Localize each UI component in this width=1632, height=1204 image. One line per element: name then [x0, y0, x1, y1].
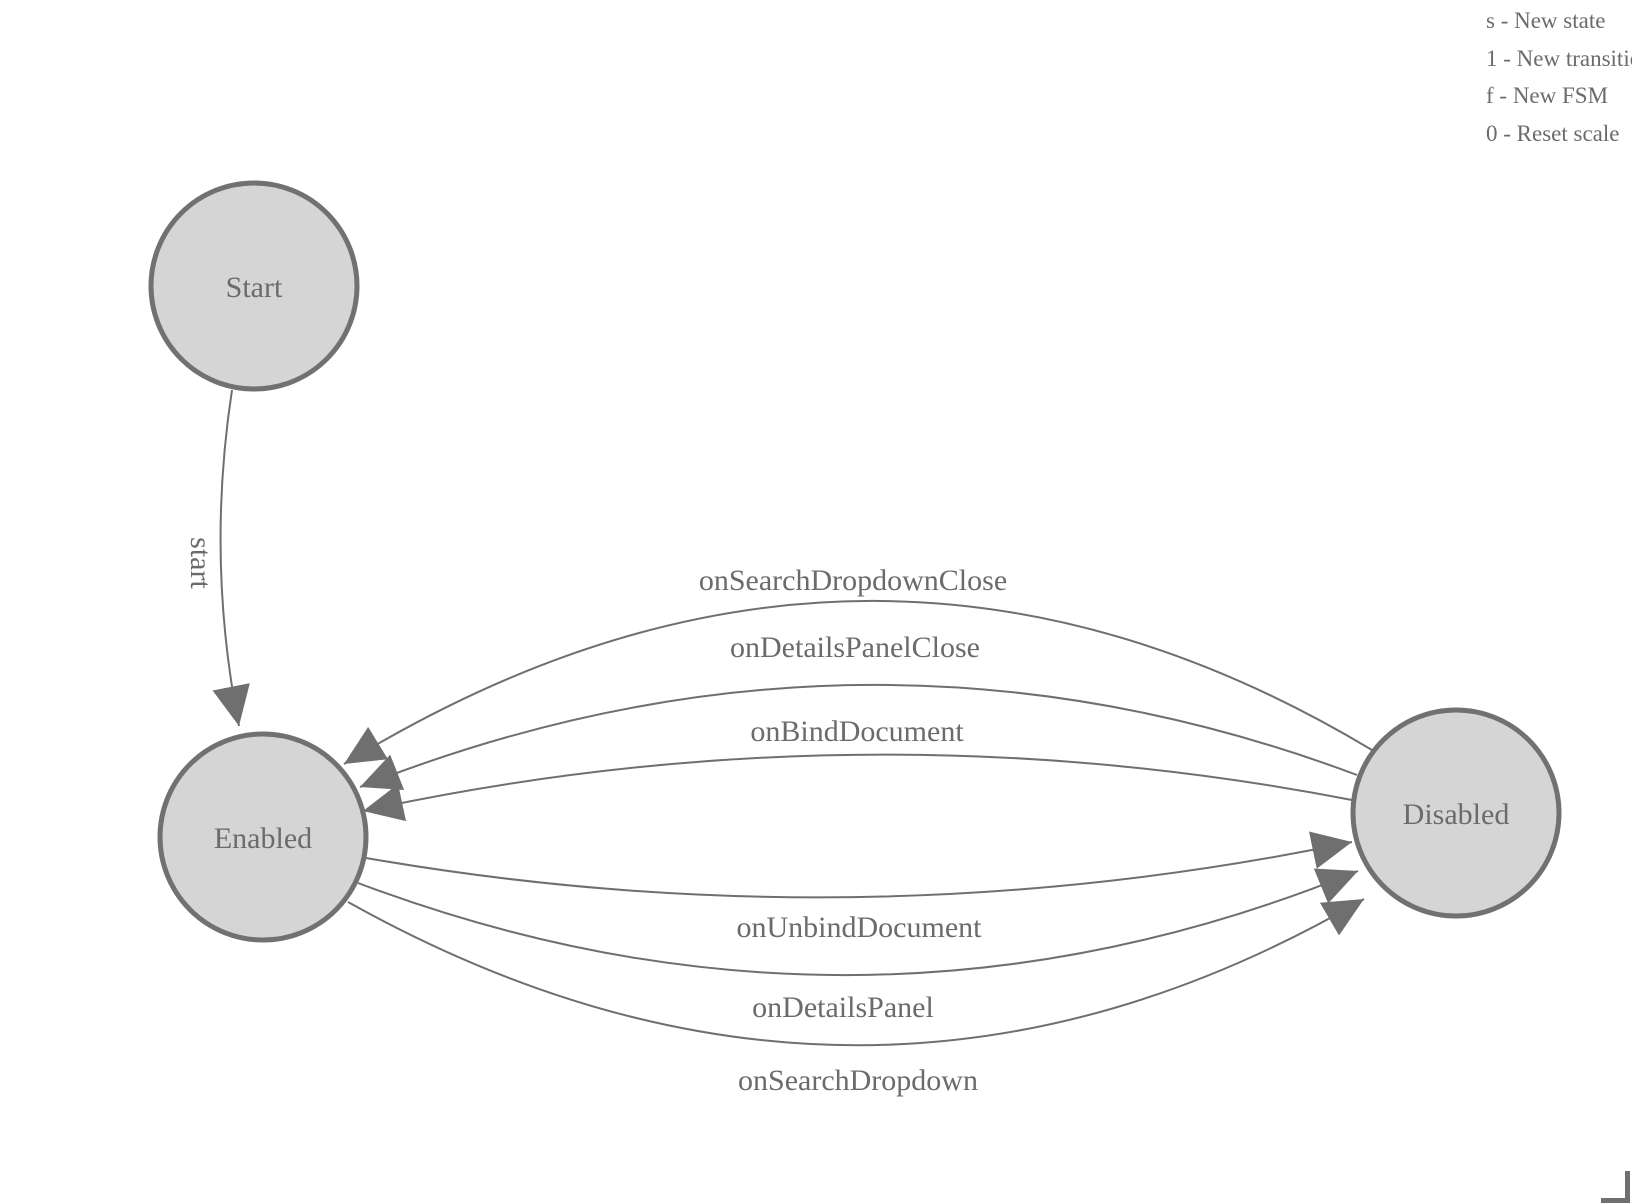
edge-onSearchDropdownClose[interactable]: [343, 600, 1373, 765]
state-label-start: Start: [226, 271, 283, 304]
state-nodes: Start Enabled Disabled: [148, 180, 1562, 943]
state-node-disabled[interactable]: Disabled: [1350, 707, 1562, 919]
edge-label-start[interactable]: start: [184, 537, 217, 589]
state-label-enabled: Enabled: [214, 822, 312, 855]
edge-onUnbindDocument[interactable]: [365, 831, 1353, 899]
state-circle-enabled[interactable]: [157, 731, 369, 943]
edge-label-onSearchDropdownClose[interactable]: onSearchDropdownClose: [699, 564, 1007, 597]
transition-edges: [212, 389, 1373, 1047]
legend-line-reset-scale: 0 - Reset scale: [1486, 121, 1619, 146]
edge-onDetailsPanelClose[interactable]: [359, 683, 1358, 790]
legend-line-new-fsm: f - New FSM: [1486, 83, 1608, 108]
edge-label-onDetailsPanel[interactable]: onDetailsPanel: [752, 991, 934, 1024]
legend-line-new-transition: 1 - New transition: [1486, 46, 1632, 71]
edge-start-to-enabled[interactable]: [212, 389, 250, 727]
edge-onDetailsPanel[interactable]: [357, 868, 1359, 977]
state-node-enabled[interactable]: Enabled: [157, 731, 369, 943]
hotkey-legend: s - New state 1 - New transition f - New…: [1486, 8, 1632, 146]
legend-line-new-state: s - New state: [1486, 8, 1605, 33]
state-circle-disabled[interactable]: [1350, 707, 1562, 919]
edge-onSearchDropdown[interactable]: [347, 898, 1365, 1047]
edge-onBindDocument[interactable]: [362, 753, 1353, 822]
edge-label-onSearchDropdown[interactable]: onSearchDropdown: [738, 1064, 978, 1097]
edge-label-onBindDocument[interactable]: onBindDocument: [750, 715, 964, 748]
edge-label-onDetailsPanelClose[interactable]: onDetailsPanelClose: [730, 631, 980, 664]
clipped-rectangle-corner[interactable]: [1601, 1171, 1630, 1203]
edge-label-onUnbindDocument[interactable]: onUnbindDocument: [737, 911, 983, 944]
state-label-disabled: Disabled: [1403, 798, 1510, 831]
state-circle-start[interactable]: [148, 180, 360, 392]
edge-labels: start onSearchDropdownClose onDetailsPan…: [184, 537, 1007, 1097]
state-node-start[interactable]: Start: [148, 180, 360, 392]
